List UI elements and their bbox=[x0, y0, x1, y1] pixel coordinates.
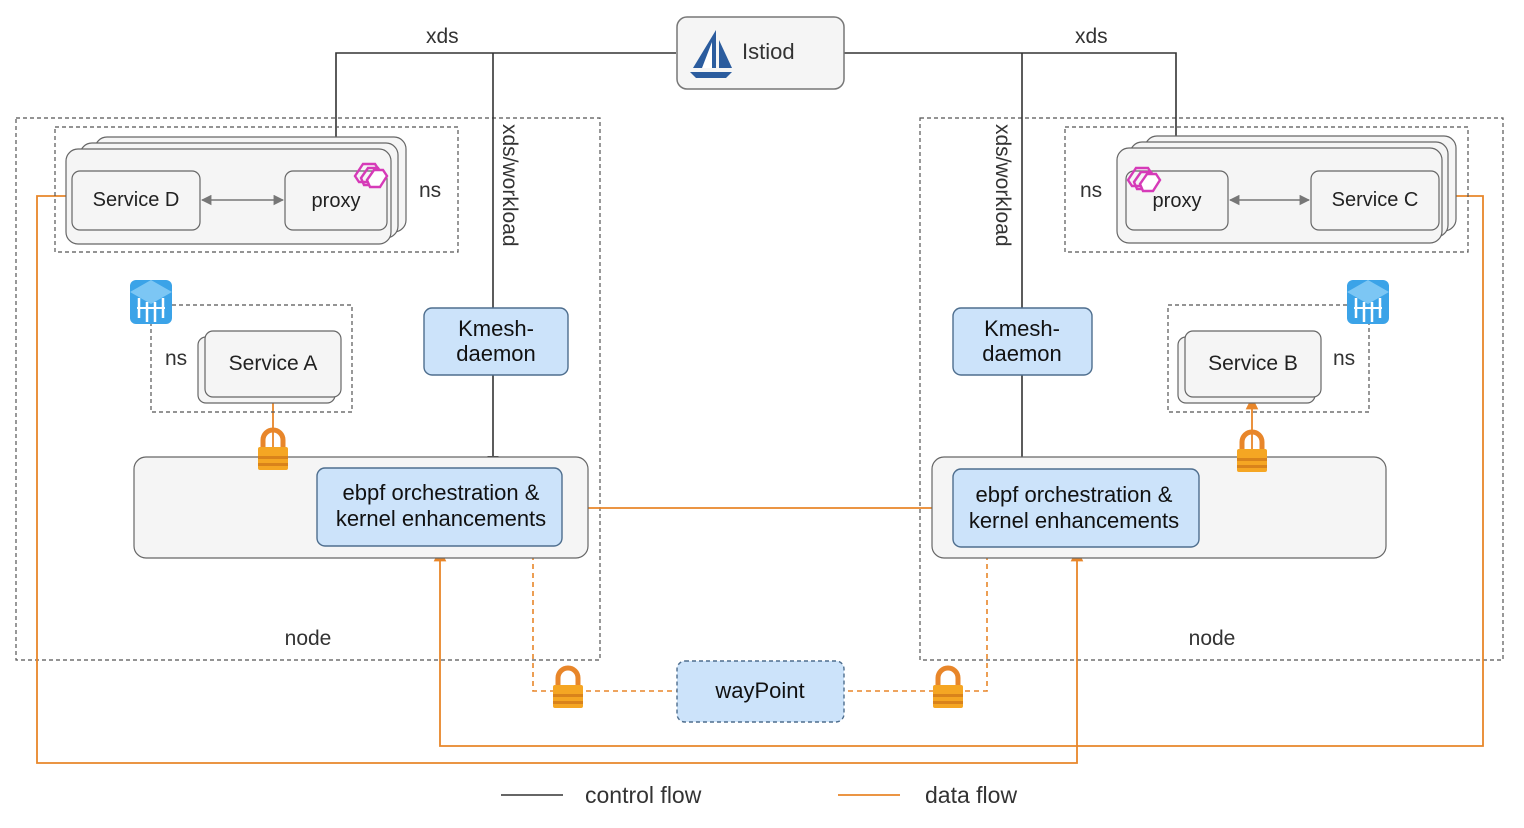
xds-label-left: xds bbox=[426, 25, 459, 48]
proxy-left-label: proxy bbox=[312, 190, 361, 212]
kmesh-right-line2: daemon bbox=[982, 341, 1062, 366]
proxy-right-label: proxy bbox=[1153, 190, 1202, 212]
left-ns-top-label: ns bbox=[419, 179, 441, 202]
ebpf-right-line2: kernel enhancements bbox=[969, 508, 1179, 533]
waypoint-box bbox=[676, 660, 845, 723]
kmesh-daemon-right bbox=[952, 307, 1093, 376]
legend-control-label: control flow bbox=[585, 782, 702, 808]
right-ns-bottom-label: ns bbox=[1333, 347, 1355, 370]
left-ns-bottom-label: ns bbox=[165, 347, 187, 370]
left-ns-top-boundary bbox=[54, 126, 459, 253]
kmesh-left-line2: daemon bbox=[456, 341, 536, 366]
waypoint-label: wayPoint bbox=[714, 678, 804, 703]
service-c-box bbox=[1310, 170, 1440, 231]
legend-data-label: data flow bbox=[925, 782, 1017, 808]
lock-icon bbox=[553, 668, 583, 708]
kmesh-left-line1: Kmesh- bbox=[458, 316, 534, 341]
control-flow-lines bbox=[335, 52, 1177, 469]
ebpf-left-line1: ebpf orchestration & bbox=[343, 480, 540, 505]
right-node-label: node bbox=[1189, 627, 1236, 650]
waypoint-flow-lines bbox=[532, 546, 988, 692]
istio-sail-icon bbox=[690, 30, 732, 78]
kubernetes-cube-icon bbox=[128, 278, 174, 326]
left-node-boundary bbox=[15, 117, 601, 661]
right-node-boundary bbox=[919, 117, 1504, 661]
service-d-box bbox=[71, 170, 201, 231]
service-a-label: Service A bbox=[229, 352, 318, 375]
xds-workload-label-right: xds/workload bbox=[991, 124, 1014, 247]
service-b-label: Service B bbox=[1208, 352, 1298, 375]
xds-workload-label-left: xds/workload bbox=[498, 124, 521, 247]
right-ns-top-boundary bbox=[1064, 126, 1469, 253]
xds-label-right: xds bbox=[1075, 25, 1108, 48]
kubernetes-cube-icon bbox=[1345, 278, 1391, 326]
ebpf-left-line2: kernel enhancements bbox=[336, 506, 546, 531]
istiod-label: Istiod bbox=[742, 39, 795, 64]
service-d-label: Service D bbox=[93, 189, 180, 211]
ebpf-right-line1: ebpf orchestration & bbox=[976, 482, 1173, 507]
ebpf-left-box bbox=[316, 467, 563, 547]
istiod-box: Istiod bbox=[676, 16, 845, 90]
lock-icon bbox=[933, 668, 963, 708]
kmesh-right-line1: Kmesh- bbox=[984, 316, 1060, 341]
ebpf-right-box bbox=[952, 468, 1200, 548]
service-b-box bbox=[1184, 330, 1322, 398]
service-c-label: Service C bbox=[1332, 189, 1419, 211]
left-node-label: node bbox=[285, 627, 332, 650]
right-ns-top-label: ns bbox=[1080, 179, 1102, 202]
right-ns-bottom-boundary bbox=[1167, 304, 1370, 413]
left-ns-bottom-boundary bbox=[150, 304, 353, 413]
proxy-left-box bbox=[284, 170, 388, 231]
kmesh-daemon-left bbox=[423, 307, 569, 376]
service-a-box bbox=[204, 330, 342, 398]
